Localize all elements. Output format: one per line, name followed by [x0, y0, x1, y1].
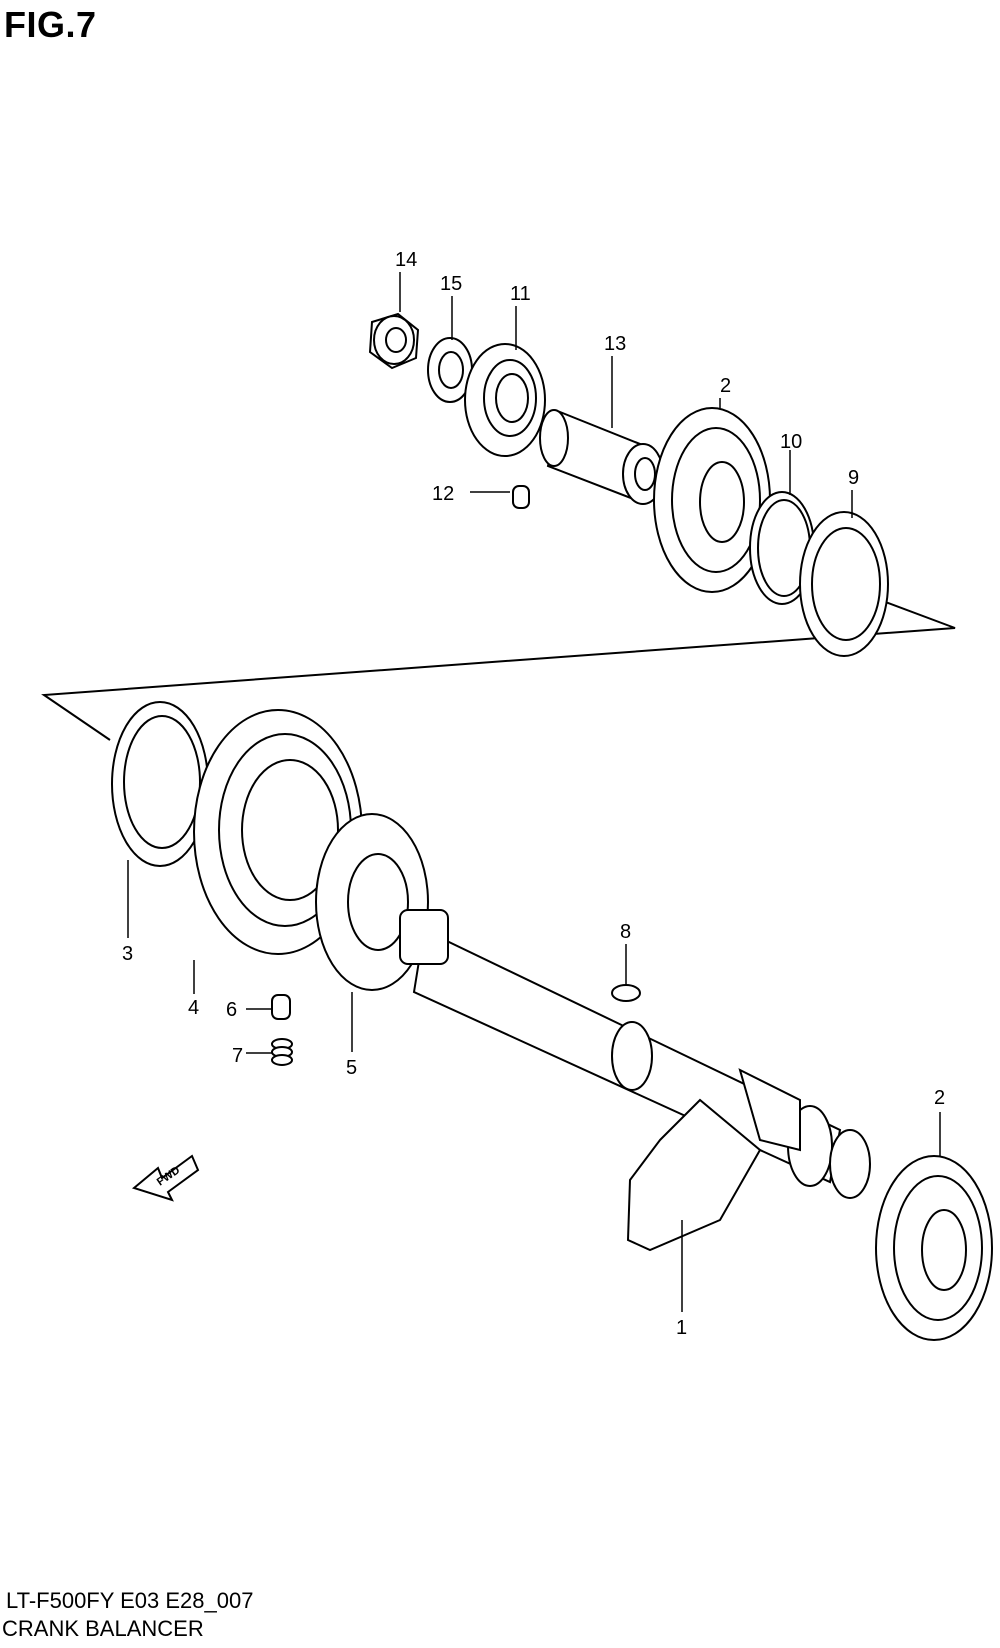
part-11-gear[interactable]	[464, 343, 546, 457]
callout-9: 9	[848, 467, 859, 489]
callout-3: 3	[122, 943, 133, 965]
part-12-pin[interactable]	[512, 485, 530, 509]
part-6-pin[interactable]	[271, 994, 291, 1020]
part-1-balancer-shaft[interactable]	[399, 909, 871, 1252]
figure-title: FIG.7	[4, 4, 97, 45]
part-13-sleeve[interactable]	[539, 409, 664, 505]
callout-5: 5	[346, 1057, 357, 1079]
assembly-plane-outline	[41, 599, 956, 741]
part-2-bearing-upper[interactable]	[653, 407, 771, 593]
part-8-key[interactable]	[611, 984, 641, 1002]
part-9-washer[interactable]	[799, 511, 889, 657]
callout-8: 8	[620, 921, 631, 943]
callout-11: 11	[510, 283, 531, 305]
callout-7: 7	[232, 1045, 243, 1067]
part-7-spring[interactable]	[271, 1038, 293, 1066]
callout-15: 15	[440, 273, 462, 295]
fwd-arrow-icon: FWD	[131, 1154, 200, 1202]
part-2-bearing-lower[interactable]	[875, 1155, 993, 1341]
figure-caption: CRANK BALANCER	[2, 1616, 204, 1641]
callout-1: 1	[676, 1317, 687, 1339]
part-10-circlip[interactable]	[749, 491, 815, 605]
part-14-nut[interactable]	[368, 312, 420, 370]
callout-6: 6	[226, 999, 237, 1021]
callout-2-lower: 2	[934, 1087, 945, 1109]
callout-4: 4	[188, 997, 199, 1019]
model-code: LT-F500FY E03 E28_007	[6, 1588, 254, 1613]
callout-14: 14	[395, 249, 417, 271]
part-3-washer[interactable]	[111, 701, 209, 867]
leader-lines	[127, 272, 941, 1312]
callout-labels: 14 15 11 13 2 10 9 12 8 3 4 6 7 5 2 1	[122, 249, 945, 1339]
callout-13: 13	[604, 333, 626, 355]
callout-12: 12	[432, 483, 454, 505]
callout-2-upper: 2	[720, 375, 731, 397]
callout-10: 10	[780, 431, 802, 453]
